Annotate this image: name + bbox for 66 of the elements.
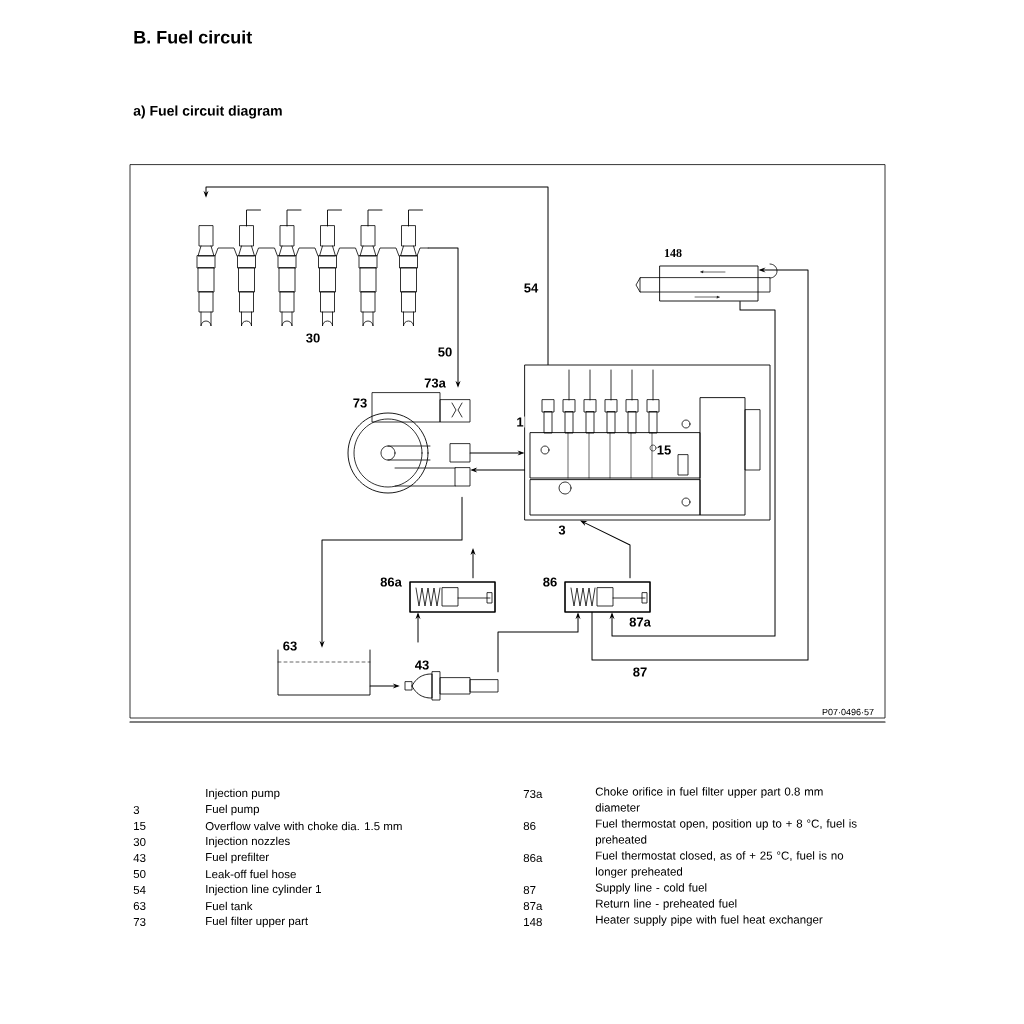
legend-text: 50 <box>133 869 146 879</box>
callout-number: 63 <box>281 640 299 652</box>
legend-text: 3 <box>133 805 140 815</box>
legend-text: Supply line - cold fuel <box>595 883 707 894</box>
legend-text: 86a <box>523 853 543 863</box>
pipe-arrow <box>591 268 809 661</box>
injection-pump-drawing: 15 <box>524 364 771 521</box>
prefilter-drawing <box>404 671 499 701</box>
callout-number: 86 <box>541 576 559 588</box>
legend-text: 30 <box>133 837 146 847</box>
callout-number: 87a <box>628 616 652 628</box>
legend-text: 87 <box>523 885 536 895</box>
legend-text: 43 <box>133 853 146 863</box>
legend-text: 15 <box>134 822 146 830</box>
pipe-arrow <box>580 520 631 579</box>
pipe-arrow <box>427 247 460 387</box>
legend-text: Leak-off fuel hose <box>206 869 296 879</box>
legend-text: 87a <box>523 901 543 911</box>
pipe-arrow <box>416 613 420 643</box>
pipe-arrow <box>320 496 463 647</box>
callout-number: 148 <box>663 247 683 259</box>
legend-text: 86 <box>523 821 536 831</box>
legend-text: Return line - preheated fuel <box>596 899 737 910</box>
callout-number: 73 <box>351 397 369 409</box>
legend-text: 148 <box>524 917 542 927</box>
legend-text: Fuel thermostat closed, as of + 25 °C, fuel is no longer preheated <box>596 851 844 878</box>
legend-text: Fuel thermostat open, position up to + 8 °C, fuel is preheated <box>595 819 857 846</box>
heat-exchanger-drawing <box>635 263 778 302</box>
pipe-arrow <box>471 468 526 472</box>
legend-text: 54 <box>133 886 146 894</box>
legend-text: 73a <box>523 789 543 799</box>
callout-number: 43 <box>413 659 431 671</box>
pipe-arrow <box>497 613 580 673</box>
legend-text: Fuel prefilter <box>206 852 269 864</box>
legend-text: Fuel pump <box>206 804 260 816</box>
legend-text: 63 <box>133 901 146 911</box>
drawing-number: P07·0496·57 <box>822 708 874 716</box>
pipe-arrow <box>610 300 776 637</box>
callout-number: 73a <box>423 377 447 389</box>
legend-text: Injection pump <box>206 788 280 800</box>
callout-number: 86a <box>379 576 403 588</box>
heading: B. Fuel circuit <box>134 30 252 44</box>
legend-text: Injection line cylinder 1 <box>206 884 321 896</box>
legend-text: Heater supply pipe with fuel heat exchanger <box>596 915 823 926</box>
pipe-arrow <box>204 186 549 366</box>
callout-number: 30 <box>304 332 322 344</box>
legend-text: Fuel tank <box>206 901 253 911</box>
thermostat-drawing <box>564 581 651 613</box>
legend-text: Injection nozzles <box>206 836 290 848</box>
pipe-arrow <box>471 549 475 579</box>
fuel-filter-drawing <box>347 392 471 494</box>
legend-text: 73 <box>133 917 146 927</box>
legend-text: Choke orifice in fuel filter upper part 0.8 mm diameter <box>595 787 823 812</box>
callout-number: 54 <box>522 282 540 294</box>
legend-text: Fuel filter upper part <box>206 916 308 928</box>
callout-number: 1 <box>515 416 525 428</box>
pipe-arrow <box>469 451 524 455</box>
legend-text: Overflow valve with choke dia. 1.5 mm <box>205 821 402 831</box>
callout-number: 87 <box>631 666 649 678</box>
subheading: a) Fuel circuit diagram <box>133 105 282 119</box>
thermostat-drawing <box>409 581 496 613</box>
pipe-arrow <box>369 684 399 688</box>
callout-number: 3 <box>557 524 567 536</box>
injection-nozzle-drawing <box>196 209 429 327</box>
callout-number: 50 <box>436 346 454 358</box>
fuel-tank-drawing <box>277 649 371 696</box>
